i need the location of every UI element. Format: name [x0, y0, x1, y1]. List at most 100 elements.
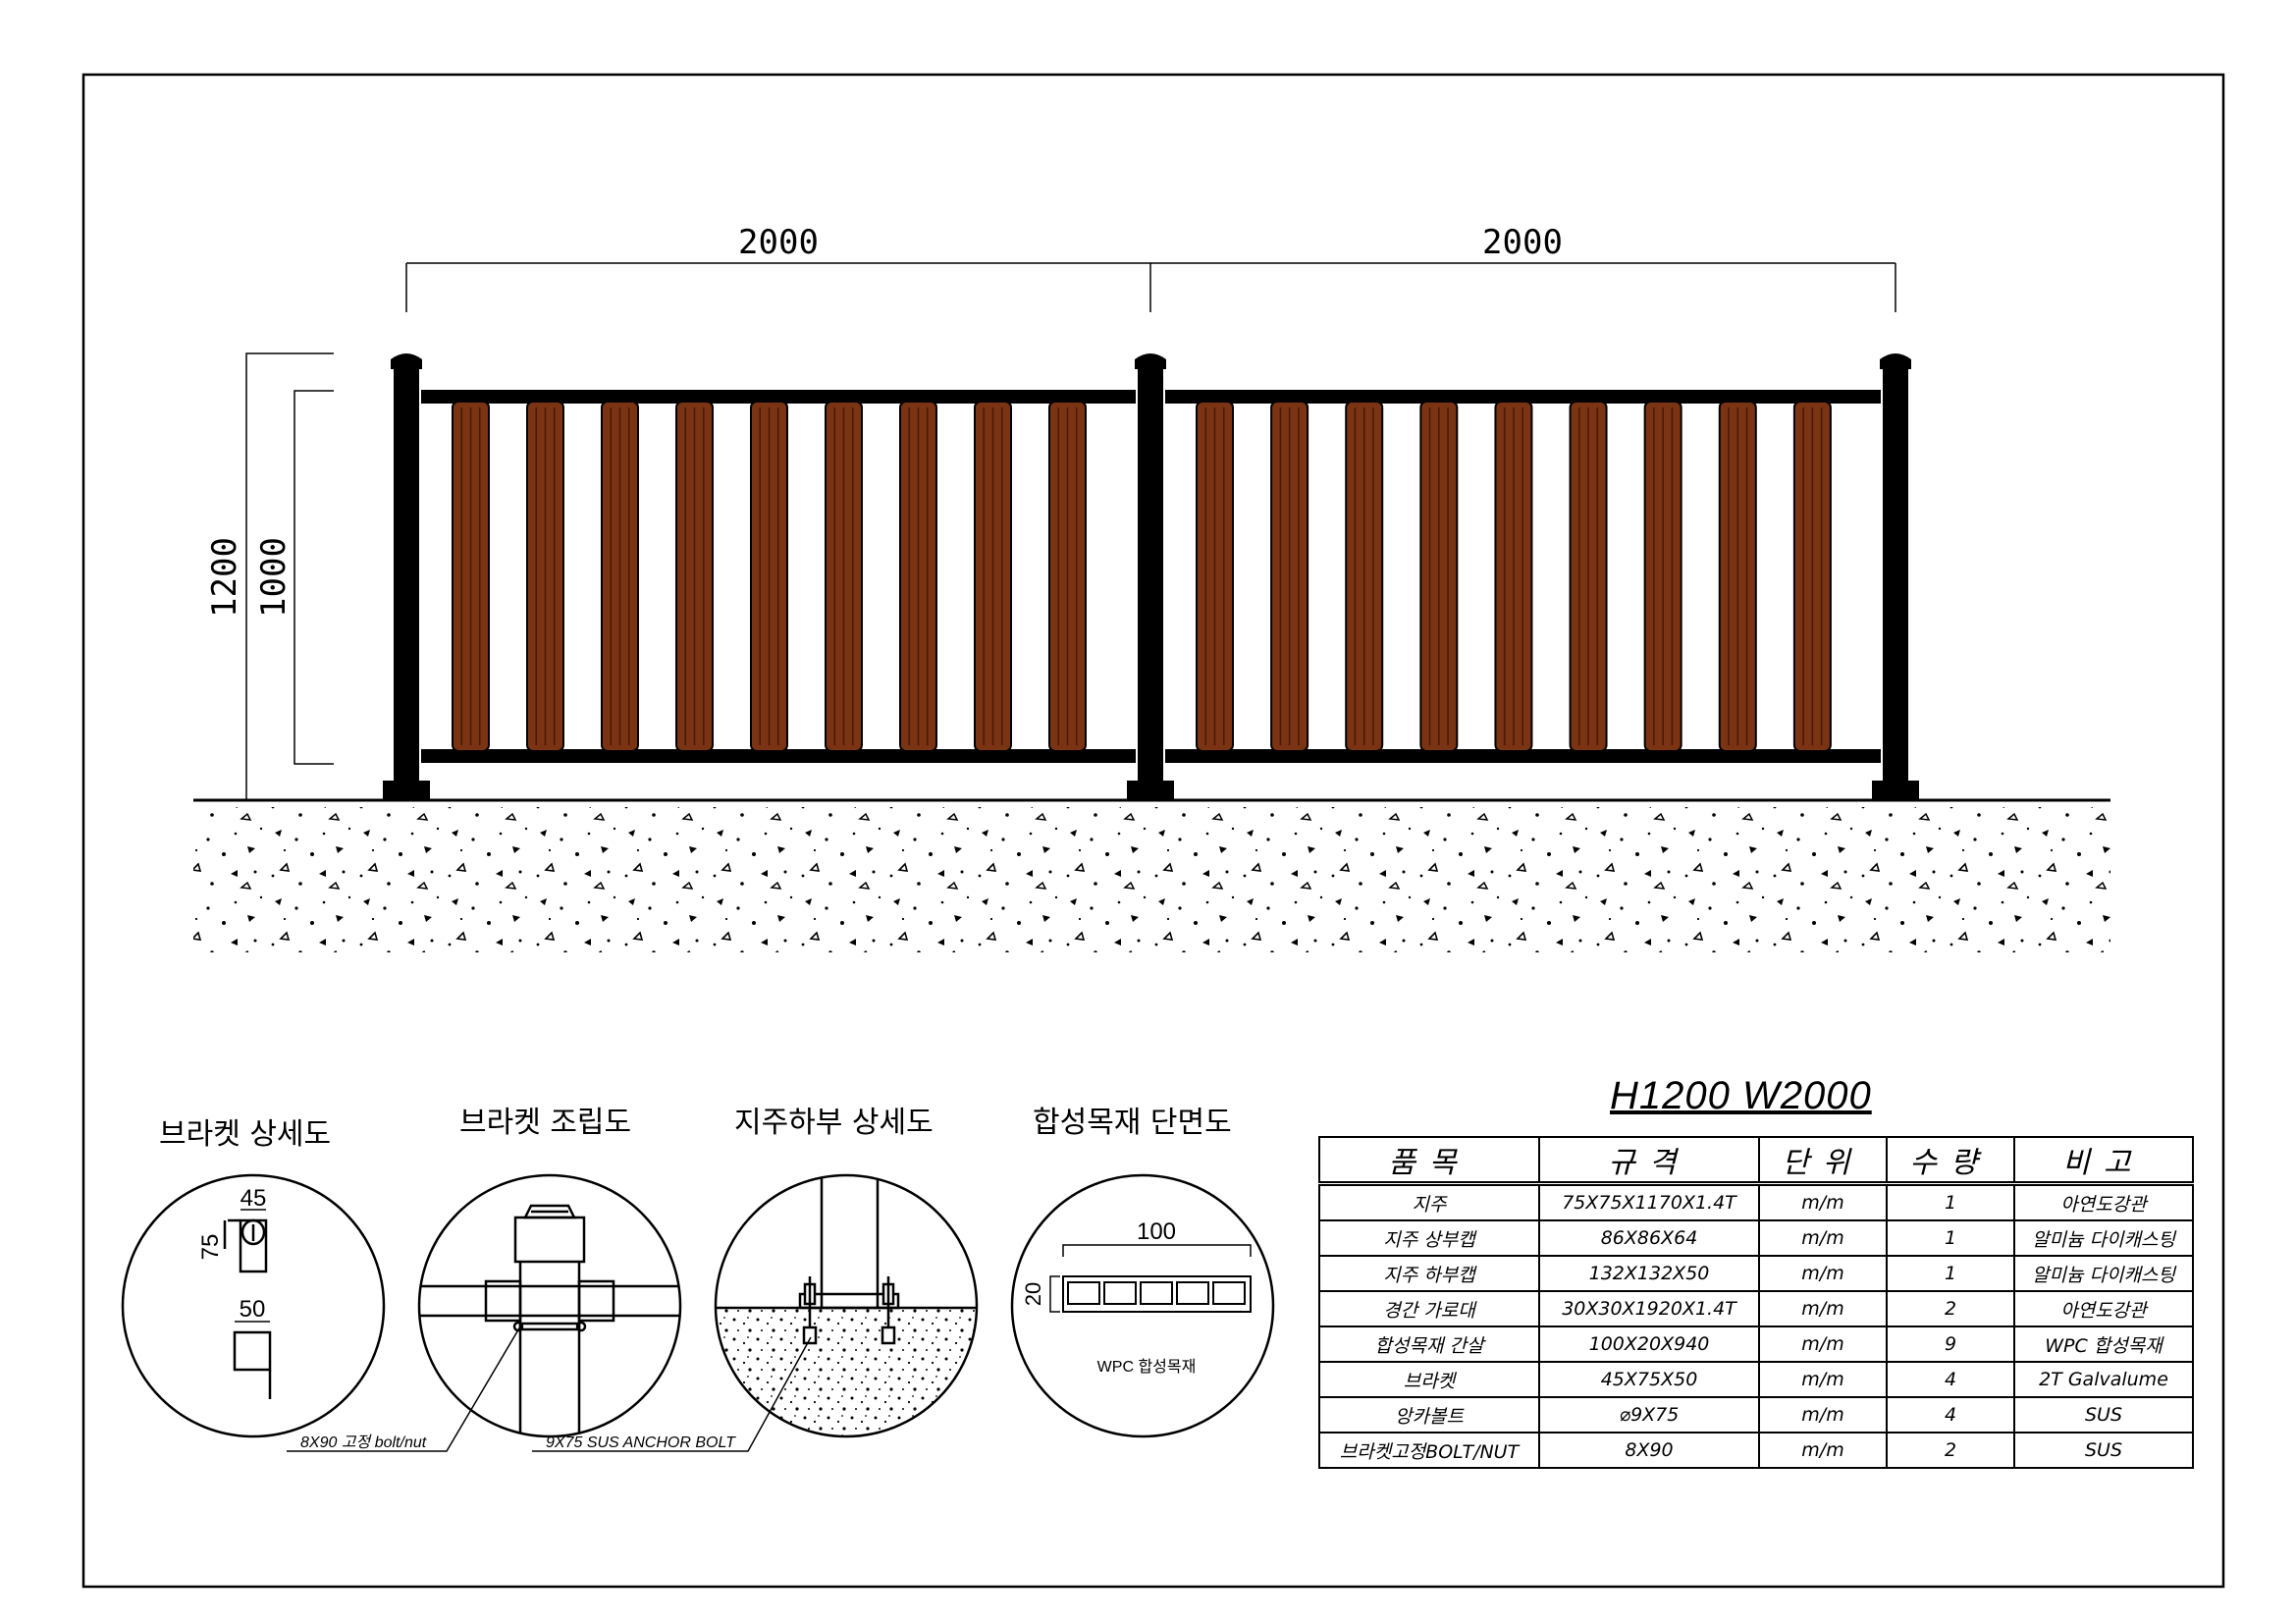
spec-cell-item: 브라켓고정BOLT/NUT	[1318, 1432, 1540, 1469]
spec-header-item: 품목	[1318, 1136, 1540, 1185]
spec-cell-qty: 4	[1886, 1361, 2015, 1398]
wpc-material-label: WPC 합성목재	[1097, 1358, 1197, 1376]
bracket-dim-width-top: 45	[240, 1185, 267, 1212]
bracket-detail: 45 75 50	[121, 1173, 386, 1438]
bracket-assembly-detail: 8X90 고정 bolt/nut	[287, 1173, 682, 1452]
spec-cell-size: 75X75X1170X1.4T	[1538, 1181, 1760, 1221]
top-rail	[1165, 390, 1881, 404]
wpc-dim-width: 100	[1137, 1218, 1176, 1245]
spec-header-size: 규격	[1538, 1136, 1760, 1185]
spec-cell-qty: 1	[1886, 1255, 2015, 1292]
bottom-rail	[421, 749, 1136, 763]
post-top-cap	[391, 353, 422, 369]
bolt-callout-leader	[287, 1325, 521, 1452]
spec-header-unit: 단위	[1758, 1136, 1888, 1185]
spec-title: H1200 W2000	[1610, 1074, 1872, 1117]
soil-hatch	[193, 807, 2110, 952]
spec-cell-unit: m/m	[1758, 1432, 1888, 1469]
spec-cell-item: 지주 하부캡	[1318, 1255, 1540, 1292]
anchor-callout-leader	[532, 1336, 812, 1452]
span-dimension	[405, 262, 1896, 312]
spec-cell-size: 30X30X1920X1.4T	[1538, 1290, 1760, 1327]
spec-cell-size: 86X86X64	[1538, 1219, 1760, 1257]
bracket-side-view	[233, 1330, 272, 1372]
total-height-dimension: 1200	[205, 537, 244, 618]
fence-elevation	[383, 353, 1919, 800]
spec-cell-item: 지주 상부캡	[1318, 1219, 1540, 1257]
post-base-cap	[1872, 781, 1919, 800]
post-base-detail: 9X75 SUS ANCHOR BOLT	[532, 1173, 979, 1452]
bolt-callout-label: 8X90 고정 bolt/nut	[300, 1434, 427, 1451]
ground-section	[193, 798, 2110, 952]
spec-cell-qty: 1	[1886, 1181, 2015, 1221]
bracket-dim-width-bottom: 50	[240, 1296, 266, 1323]
fence-post	[394, 365, 419, 787]
fence-post	[1883, 365, 1908, 787]
spec-cell-size: 132X132X50	[1538, 1255, 1760, 1292]
spec-cell-size: 100X20X940	[1538, 1325, 1760, 1363]
span-left-dimension: 2000	[738, 223, 819, 262]
spec-cell-size: 8X90	[1538, 1432, 1760, 1469]
spec-cell-item: 앙카볼트	[1318, 1396, 1540, 1434]
spec-cell-item: 경간 가로대	[1318, 1290, 1540, 1327]
sheet-border	[81, 73, 2225, 1589]
post-base-cap	[383, 781, 430, 800]
bracket-detail-title: 브라켓 상세도	[159, 1117, 332, 1152]
wpc-section-detail: 100 20 WPC 합성목재	[1010, 1173, 1275, 1438]
spec-cell-note: 아연도강관	[2013, 1290, 2194, 1327]
post-base-cap	[1127, 781, 1174, 800]
spec-cell-unit: m/m	[1758, 1361, 1888, 1398]
spec-cell-note: 알미늄 다이캐스팅	[2013, 1255, 2194, 1292]
post-base-title: 지주하부 상세도	[734, 1106, 934, 1140]
spec-cell-qty: 2	[1886, 1432, 2015, 1469]
spec-cell-note: SUS	[2013, 1396, 2194, 1434]
wpc-profile-outline	[1062, 1275, 1252, 1313]
spec-header-note: 비고	[2013, 1136, 2194, 1185]
height-dimension	[245, 352, 334, 800]
bracket-dim-height: 75	[197, 1234, 224, 1261]
spec-cell-note: 2T Galvalume	[2013, 1361, 2194, 1398]
spec-cell-qty: 1	[1886, 1219, 2015, 1257]
post-top-cap	[1880, 353, 1911, 369]
spec-cell-note: 알미늄 다이캐스팅	[2013, 1219, 2194, 1257]
top-rail	[421, 390, 1136, 404]
spec-cell-note: SUS	[2013, 1432, 2194, 1469]
bracket-assembly-title: 브라켓 조립도	[459, 1106, 632, 1140]
spec-cell-qty: 9	[1886, 1325, 2015, 1363]
spec-cell-item: 합성목재 간살	[1318, 1325, 1540, 1363]
spec-cell-unit: m/m	[1758, 1219, 1888, 1257]
post-base-circle	[714, 1173, 979, 1438]
fence-post	[1138, 365, 1163, 787]
span-right-dimension: 2000	[1482, 223, 1563, 262]
spec-cell-item: 지주	[1318, 1181, 1540, 1221]
bracket-detail-circle	[121, 1173, 386, 1438]
spec-cell-item: 브라켓	[1318, 1361, 1540, 1398]
spec-cell-qty: 2	[1886, 1290, 2015, 1327]
anchor-callout-label: 9X75 SUS ANCHOR BOLT	[546, 1434, 736, 1451]
spec-cell-unit: m/m	[1758, 1396, 1888, 1434]
spec-cell-unit: m/m	[1758, 1181, 1888, 1221]
infill-height-dimension: 1000	[254, 537, 294, 618]
wpc-dim-height: 20	[1021, 1282, 1045, 1306]
spec-cell-size: ⌀9X75	[1538, 1396, 1760, 1434]
spec-header-qty: 수량	[1886, 1136, 2015, 1185]
bracket-assembly-circle	[417, 1173, 682, 1438]
wpc-section-circle	[1010, 1173, 1275, 1438]
spec-cell-note: WPC 합성목재	[2013, 1325, 2194, 1363]
spec-cell-size: 45X75X50	[1538, 1361, 1760, 1398]
wpc-section-title: 합성목재 단면도	[1033, 1106, 1232, 1140]
spec-cell-note: 아연도강관	[2013, 1181, 2194, 1221]
bottom-rail	[1165, 749, 1881, 763]
spec-cell-unit: m/m	[1758, 1325, 1888, 1363]
spec-cell-unit: m/m	[1758, 1255, 1888, 1292]
